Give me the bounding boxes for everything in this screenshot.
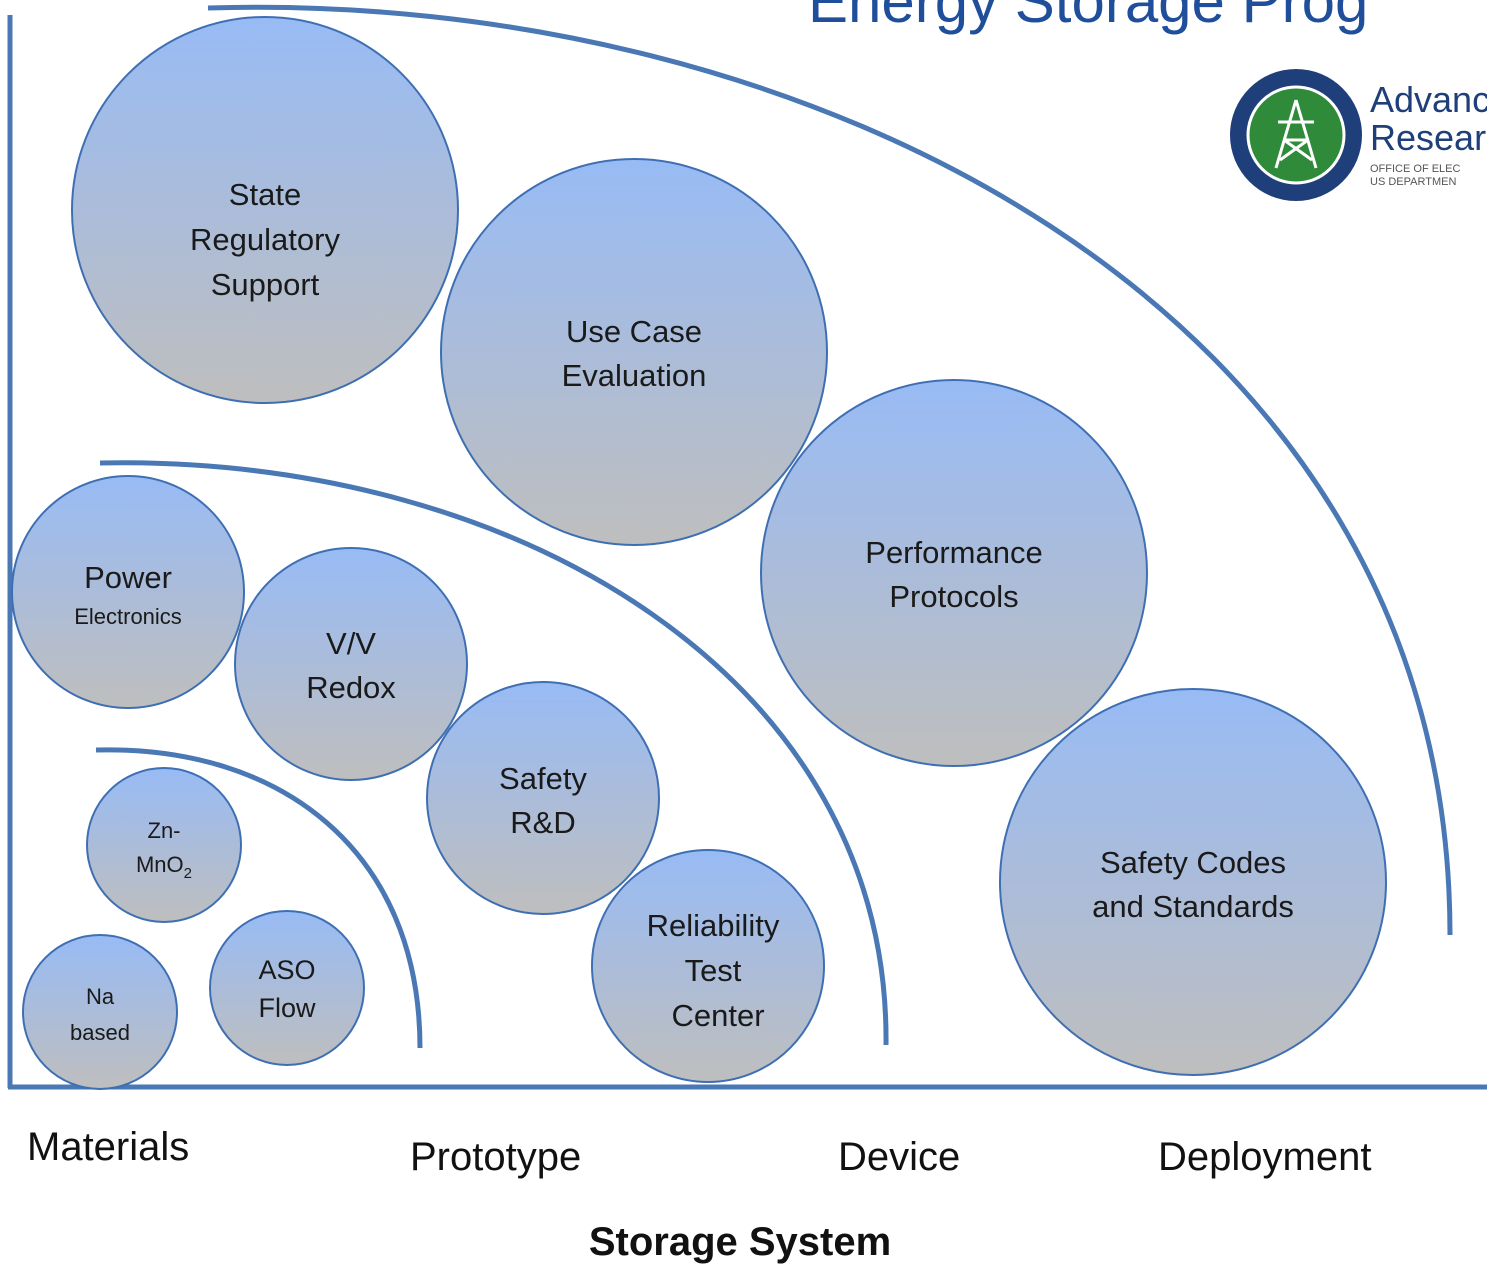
logo-line-1: Advanc [1370,79,1487,120]
bubble-label: Use Case [566,314,702,349]
bubble-vv-redox: V/V Redox [234,547,468,781]
bubble-state-regulatory-support: State Regulatory Support [71,16,459,404]
logo-line-4: US DEPARTMEN [1370,176,1456,188]
transmission-tower-icon [1274,99,1318,169]
stage-label-prototype: Prototype [410,1135,581,1179]
bubble-na-based: Na based [22,934,178,1090]
bubble-label: and Standards [1092,889,1294,924]
bubble-label: Reliability [647,908,780,943]
bubble-label: ASO [258,955,315,985]
logo: Advanc Resear OFFICE OF ELEC US DEPARTME… [1230,69,1487,201]
arc-device [99,460,889,1046]
bubble-label: Electronics [74,604,182,629]
bubble-label: Test [685,953,742,988]
bubble-label: Performance [865,535,1042,570]
bubble-label: Safety Codes [1100,845,1286,880]
bubble-label: based [70,1020,130,1045]
bubble-label: Protocols [889,579,1018,614]
bubble-zn-mno2: Zn- MnO2 [86,767,242,923]
bubble-label: Support [211,267,320,302]
bubble-label: Center [671,998,764,1033]
page-title: Energy Storage Prog [808,0,1368,35]
formula-base: MnO [136,852,184,877]
bubble-performance-protocols: Performance Protocols [760,379,1148,767]
bubble-safety-codes-standards: Safety Codes and Standards [999,688,1387,1076]
bubble-label: Power [84,560,172,595]
bubble-label: Regulatory [190,222,340,257]
bubble-label: Evaluation [562,358,707,393]
arc-prototype [95,747,423,1049]
bubble-aso-flow: ASO Flow [209,910,365,1066]
bubble-label: State [229,177,301,212]
formula-subscript: 2 [184,865,192,882]
logo-line-3: OFFICE OF ELEC [1370,163,1461,175]
bubble-use-case-evaluation: Use Case Evaluation [440,158,828,546]
bubble-label: V/V [326,626,376,661]
bubble-label: Na [86,984,115,1009]
arc-deployment [207,4,1453,936]
bubble-label: Flow [258,993,316,1023]
bubble-reliability-test-center: Reliability Test Center [591,849,825,1083]
logo-line-2: Resear [1370,117,1486,158]
bubble-label: Safety [499,761,587,796]
stage-label-device: Device [838,1135,960,1179]
bubble-safety-rd: Safety R&D [426,681,660,915]
bubble-label: MnO2 [136,852,192,882]
stage-label-materials: Materials [27,1125,189,1169]
bubble-label: R&D [510,805,575,840]
bubble-label: Redox [306,670,396,705]
x-axis-title: Storage System [589,1220,891,1264]
stage-label-deployment: Deployment [1158,1135,1371,1179]
bubble-power-electronics: Power Electronics [11,475,245,709]
bubble-label: Zn- [148,818,181,843]
seal-inner [1246,85,1346,185]
